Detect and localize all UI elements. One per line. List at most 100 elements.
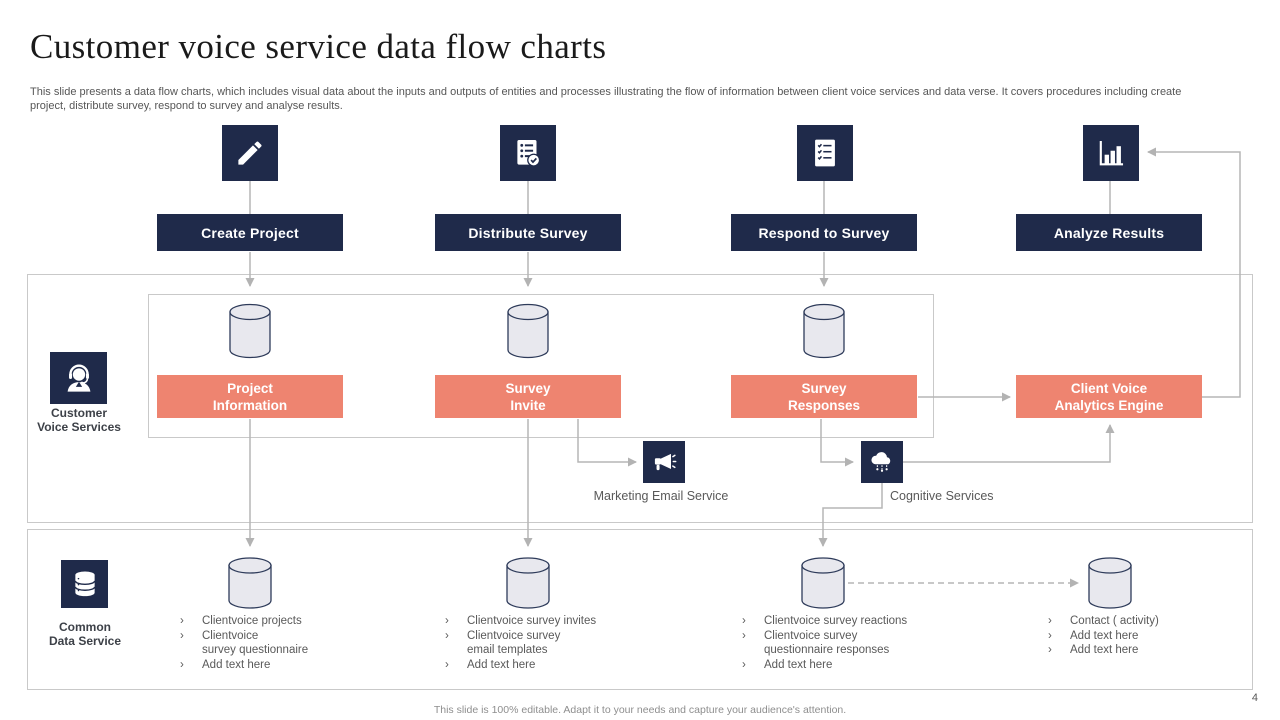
lane-label-line: Data Service — [48, 633, 122, 648]
arrow-cognitive-to-cds — [818, 483, 883, 547]
list-item: › Add text here — [1048, 629, 1159, 644]
page-number: 4 — [1251, 692, 1258, 704]
common-data-service-icon-box — [61, 560, 108, 608]
arrow-cognitive-to-analytics-engine — [903, 424, 1115, 463]
database-icon — [74, 571, 95, 597]
cylinder-cds-invites — [506, 557, 550, 609]
list-item-text: Add text here — [764, 658, 833, 671]
list-item-text: Add text here — [1070, 644, 1139, 657]
region-common-data-service — [27, 529, 1253, 690]
region-customer-voice-services — [27, 274, 1253, 523]
bullet: › — [445, 658, 449, 671]
bullet: › — [1048, 615, 1052, 627]
list-item-text: Clientvoice survey invites — [467, 615, 597, 627]
store-survey-invite: Survey Invite — [435, 375, 621, 418]
list-item-text: questionnaire responses — [764, 644, 890, 657]
inner-flow-container — [148, 294, 934, 438]
cylinder-cds-reactions — [801, 557, 845, 609]
step-label-text: Respond to Survey — [758, 224, 890, 241]
list-item-text: Clientvoice projects — [202, 615, 302, 627]
lane-label-common-data-service: Common Data Service — [20, 620, 150, 648]
list-item: › Clientvoice survey invites — [445, 614, 596, 629]
list-item-text: Add text here — [202, 658, 271, 671]
bullet: › — [180, 629, 184, 642]
lane-label-line: Customer — [50, 406, 107, 420]
bullet: › — [445, 615, 449, 627]
store-label-line: Information — [212, 397, 288, 413]
marketing-email-service-label: Marketing Email Service — [593, 489, 729, 503]
list-item: › Add text here — [445, 658, 596, 673]
analyze-results-icon-box — [1083, 125, 1139, 181]
lane-label-line: Voice Services — [37, 419, 121, 434]
bullet: › — [742, 615, 746, 627]
arrow-survey-responses-to-cognitive — [820, 419, 854, 467]
dataset-list-reactions: › Clientvoice survey reactions › Clientvoi… — [742, 614, 907, 672]
cylinder-project-information — [229, 303, 271, 359]
list-item-text: Add text here — [467, 658, 536, 671]
list-item: survey questionnaire — [180, 643, 308, 658]
bar-chart-icon — [1099, 140, 1124, 166]
list-item-text: survey questionnaire — [202, 644, 309, 657]
list-item: › Clientvoice survey reactions — [742, 614, 907, 629]
cylinder-survey-responses — [803, 303, 845, 359]
list-item-text: Clientvoice survey reactions — [764, 615, 908, 627]
step-label-text: Create Project — [201, 224, 299, 241]
dataset-list-projects: › Clientvoice projects › Clientvoice surve… — [180, 614, 308, 672]
list-item: › Clientvoice projects — [180, 614, 308, 629]
bullet: › — [1048, 644, 1052, 657]
step-respond-to-survey: Respond to Survey — [731, 214, 917, 251]
bullet: › — [742, 629, 746, 642]
lane-label-line: Common — [59, 620, 111, 634]
customer-voice-services-icon-box — [50, 352, 107, 404]
slide-footer-note: This slide is 100% editable. Adapt it to… — [433, 704, 847, 716]
bullet: › — [445, 629, 449, 642]
step-analyze-results: Analyze Results — [1016, 214, 1202, 251]
store-label-line: Invite — [510, 397, 546, 413]
distribute-survey-icon-box — [500, 125, 556, 181]
bullet — [445, 643, 467, 658]
bullet: › — [1048, 629, 1052, 642]
list-item: › Clientvoice — [180, 629, 308, 644]
dataset-list-contact: › Contact ( activity) › Add text here › Add… — [1048, 614, 1159, 658]
respond-survey-icon-box — [797, 125, 853, 181]
list-item-text: Clientvoice survey — [764, 629, 858, 642]
list-item: › Add text here — [1048, 643, 1159, 658]
cognitive-services-label: Cognitive Services — [890, 489, 994, 503]
store-client-voice-analytics-engine: Client Voice Analytics Engine — [1016, 375, 1202, 418]
arrow-analytics-engine-to-analyze-results — [1147, 147, 1241, 398]
list-item-text: email templates — [467, 644, 548, 657]
list-item-text: Contact ( activity) — [1070, 615, 1159, 627]
store-label-line: Survey — [801, 380, 847, 396]
bullet: › — [180, 615, 184, 627]
store-label-line: Client Voice — [1070, 380, 1148, 396]
bullet: › — [742, 658, 746, 671]
megaphone-icon — [654, 453, 677, 471]
cylinder-cds-projects — [228, 557, 272, 609]
page-subtitle: This slide presents a data flow charts, … — [30, 86, 1182, 112]
support-agent-icon — [67, 364, 90, 392]
cylinder-survey-invite — [507, 303, 549, 359]
marketing-email-service-icon-box — [643, 441, 685, 483]
list-item: › Add text here — [742, 658, 907, 673]
list-item: › Clientvoice survey — [742, 629, 907, 644]
list-item-text: Add text here — [1070, 629, 1139, 642]
step-label-text: Distribute Survey — [468, 224, 588, 241]
store-label-line: Responses — [787, 397, 861, 413]
arrow-survey-invite-to-marketing-email — [577, 419, 637, 467]
bullet — [742, 643, 764, 658]
page-title: Customer voice service data flow charts — [30, 27, 607, 66]
step-distribute-survey: Distribute Survey — [435, 214, 621, 251]
bullet: › — [180, 658, 184, 671]
store-project-information: Project Information — [157, 375, 343, 418]
list-item-text: Clientvoice — [202, 629, 259, 642]
list-item-text: Clientvoice survey — [467, 629, 561, 642]
pencil-icon — [238, 141, 262, 165]
list-item: › Contact ( activity) — [1048, 614, 1159, 629]
list-item: questionnaire responses — [742, 643, 907, 658]
step-label-text: Analyze Results — [1053, 224, 1165, 241]
cognitive-services-icon-box — [861, 441, 903, 483]
list-item: › Add text here — [180, 658, 308, 673]
clipboard-check-icon — [517, 139, 541, 167]
